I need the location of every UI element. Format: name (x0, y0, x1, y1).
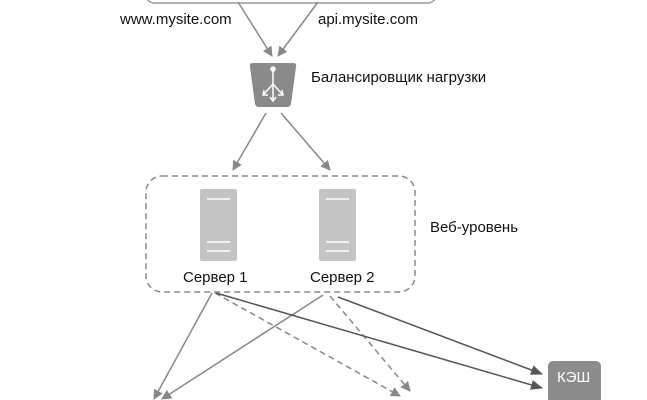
cache-label: КЭШ (557, 369, 590, 386)
web-tier-box (145, 175, 416, 293)
top-box (146, 0, 436, 4)
arrows-from-servers (153, 292, 543, 400)
arrows-lb-to-servers (232, 112, 331, 171)
load-balancer-icon (249, 63, 297, 107)
server-1-icon (200, 189, 237, 261)
domain-api-label: api.mysite.com (318, 11, 418, 28)
cache-box: КЭШ (548, 361, 601, 400)
domain-www-label: www.mysite.com (119, 11, 232, 28)
server-1-label: Сервер 1 (183, 269, 248, 286)
arrows-to-lb (237, 1, 319, 57)
server-2-icon (319, 189, 356, 261)
server-2-label: Сервер 2 (310, 269, 375, 286)
web-tier-label: Веб-уровень (430, 219, 518, 236)
load-balancer-label: Балансировщик нагрузки (311, 69, 486, 86)
